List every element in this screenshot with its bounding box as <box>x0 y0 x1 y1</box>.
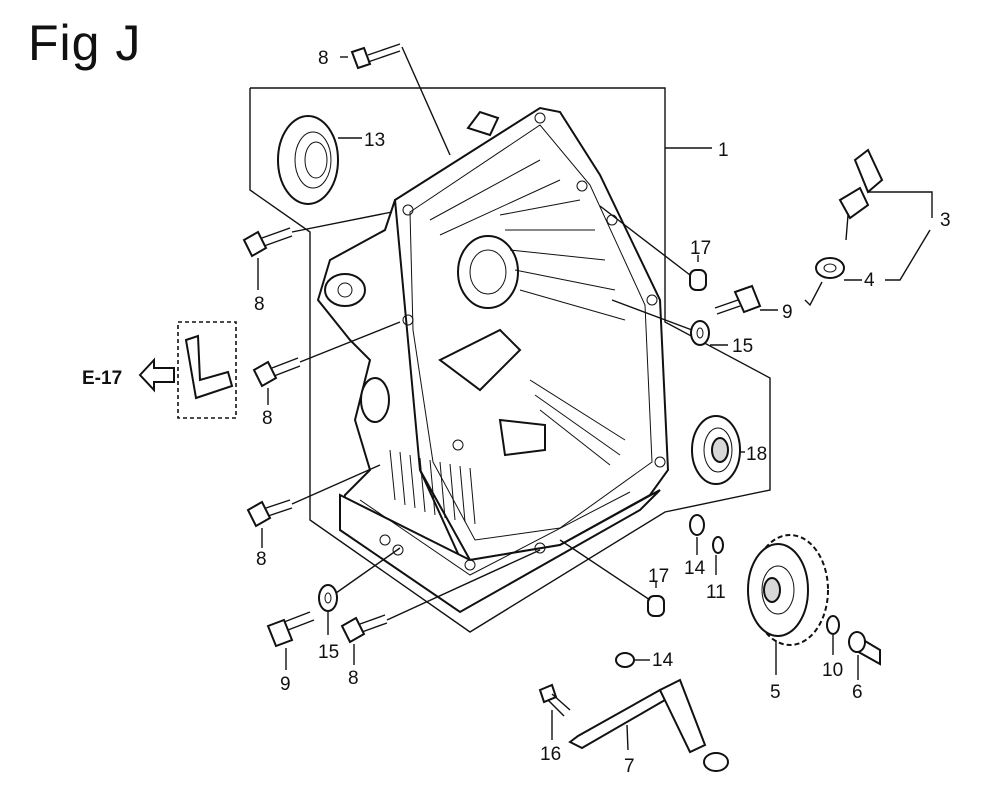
dowel-pin-part-17-lower <box>559 539 665 617</box>
breather-tube-dashed-box <box>177 321 237 419</box>
washer-part-14-lower <box>615 652 650 668</box>
callout-7: 7 <box>624 756 635 777</box>
figure-title: Fig J <box>28 15 142 71</box>
callout-6: 6 <box>852 682 863 703</box>
governor-arm-part-7 <box>568 678 729 772</box>
bolt-part-8-top <box>340 43 451 156</box>
callout-17-lower: 17 <box>648 566 669 587</box>
callout-5: 5 <box>770 682 781 703</box>
oil-level-switch-part-3 <box>838 148 933 281</box>
bolt-part-8-mid-lower <box>252 321 401 405</box>
callout-8-mid-lower: 8 <box>262 408 273 429</box>
callout-8-lower-left: 8 <box>256 549 267 570</box>
circlip-part-11 <box>712 536 724 575</box>
washer-part-15-left <box>318 547 401 635</box>
oil-seal-part-13 <box>277 115 362 205</box>
callout-18: 18 <box>746 444 767 465</box>
callout-16: 16 <box>540 744 561 765</box>
washer-part-10 <box>826 615 840 655</box>
callout-4: 4 <box>864 270 875 291</box>
callout-11: 11 <box>706 582 726 603</box>
callout-8-mid-upper: 8 <box>254 294 265 315</box>
callout-labels: 1 3 4 5 6 7 8 8 8 8 8 9 9 10 11 13 14 14… <box>82 48 951 777</box>
camshaft-gear-part-5 <box>747 534 829 675</box>
callout-15-left: 15 <box>318 642 339 663</box>
callout-15-right: 15 <box>732 336 753 357</box>
reference-label-e17: E-17 <box>82 368 122 389</box>
callout-3: 3 <box>940 210 951 231</box>
bolt-part-8-mid-upper <box>242 211 393 290</box>
bolt-part-8-lower-left <box>246 464 381 548</box>
bolt-part-16 <box>538 683 571 740</box>
washer-part-14-upper <box>689 514 705 555</box>
pin-part-6 <box>848 631 881 680</box>
callout-14-upper: 14 <box>684 558 706 579</box>
bolt-part-8-bottom <box>340 549 541 665</box>
callout-9-left: 9 <box>280 674 291 695</box>
callout-10: 10 <box>822 660 843 681</box>
washer-part-15-right <box>611 299 728 346</box>
callout-17-upper: 17 <box>690 238 711 259</box>
assembly-boundary-outline <box>249 87 771 633</box>
callout-9-right: 9 <box>782 302 793 323</box>
bolt-part-9-right <box>714 284 778 315</box>
bolt-part-9-left <box>266 611 315 670</box>
callout-14-lower: 14 <box>652 650 674 671</box>
callout-8-bottom: 8 <box>348 668 359 689</box>
callout-1: 1 <box>718 140 729 161</box>
callout-8-top: 8 <box>318 48 329 69</box>
washer-part-4 <box>804 257 862 307</box>
reference-arrow-icon <box>138 357 175 393</box>
dowel-pin-part-17-upper <box>599 205 707 291</box>
ball-bearing-part-18 <box>691 415 745 485</box>
crankcase-part-1 <box>316 106 670 614</box>
callout-13: 13 <box>364 130 385 151</box>
